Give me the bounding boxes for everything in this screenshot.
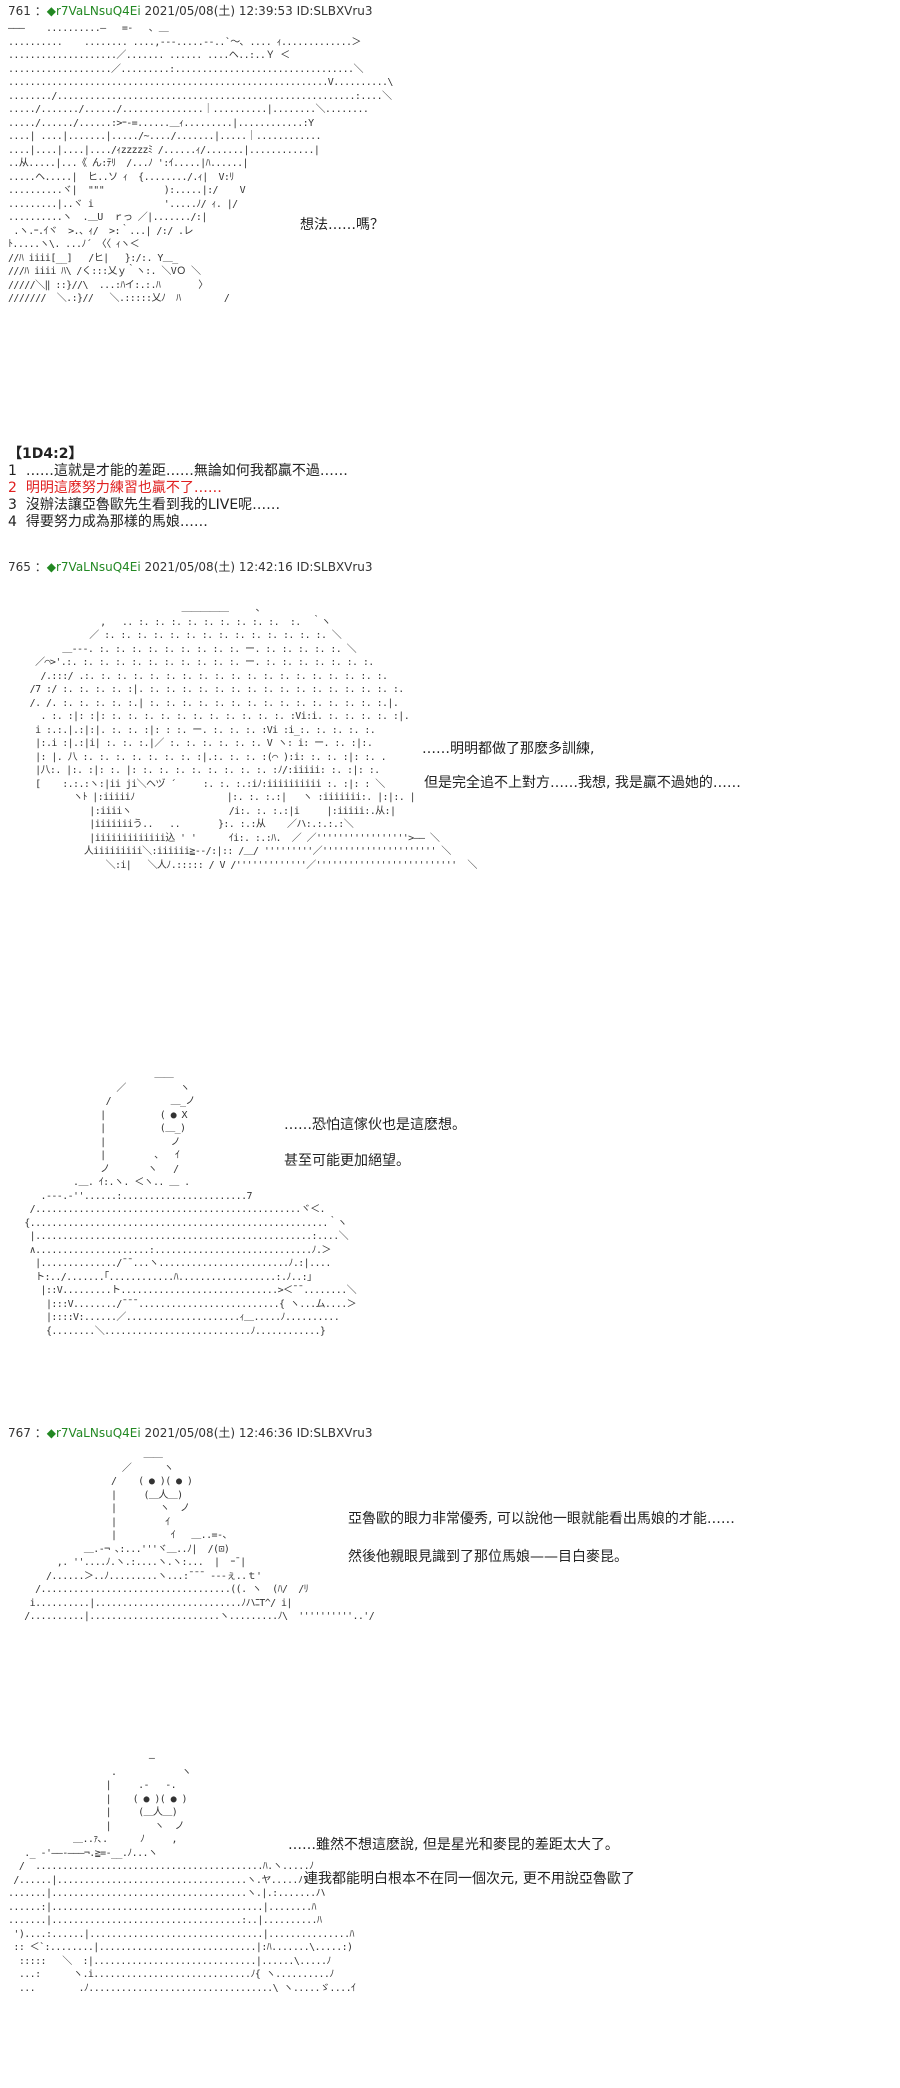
post-number: 767 (8, 1426, 31, 1440)
ascii-art-5: ― . ヽ | .- -. | ( ● )( ● ) | (＿人＿) | ヽ ノ… (8, 1753, 356, 1994)
post-header: 767 ：◆r7VaLNsuQ4Ei 2021/05/08(土) 12:46:3… (8, 1424, 373, 1441)
post-header: 765 ：◆r7VaLNsuQ4Ei 2021/05/08(土) 12:42:1… (8, 558, 373, 575)
post-datetime: 2021/05/08(土) 12:46:36 ID:SLBXVru3 (144, 1426, 373, 1440)
dialogue-line: ……明明都做了那麽多訓練, (422, 741, 595, 757)
dialogue-line: 亞魯歐的眼力非常優秀, 可以說他一眼就能看出馬娘的才能…… (348, 1511, 735, 1527)
choice-item: 4 得要努力成為那樣的馬娘…… (8, 514, 208, 530)
post-separator: ： (34, 560, 47, 574)
dialogue-line: ……恐怕這傢伙也是這麽想。 (284, 1117, 466, 1133)
post-trip[interactable]: ◆r7VaLNsuQ4Ei (46, 560, 141, 574)
dialogue-line: 然後他親眼見識到了那位馬娘——目白麥昆。 (348, 1549, 628, 1565)
choice-item: 3 沒辦法讓亞魯歐先生看到我的LIVE呢…… (8, 497, 281, 513)
ascii-art-3: ＿＿ ／ ヽ / ＿_ノ | ( ● X | (＿_) | ノ | ､ (24, 1069, 357, 1337)
post-separator: ： (34, 4, 47, 18)
dialogue-line: 但是完全追不上對方……我想, 我是贏不過她的…… (424, 775, 741, 791)
choice-item-selected: 2 明明這麽努力練習也贏不了…… (8, 480, 222, 496)
dice-choices: 【1D4:2】 1 ……這就是才能的差距……無論如何我都贏不過…… 2 明明這麽… (8, 446, 348, 531)
post-separator: ： (34, 1426, 47, 1440)
ascii-art-1: ――― ..........― =- ､ ＿ .......... ......… (8, 23, 393, 304)
dialogue-line: 想法……嗎？ (300, 217, 384, 233)
ascii-art-4: ＿＿ ／ ヽ / ( ● )( ● ) | (＿人＿) | ヽ ノ | ｲ | … (24, 1449, 375, 1622)
post-datetime: 2021/05/08(土) 12:42:16 ID:SLBXVru3 (144, 560, 373, 574)
post-number: 761 (8, 4, 31, 18)
dice-result: 【1D4:2】 (8, 446, 83, 462)
post-trip[interactable]: ◆r7VaLNsuQ4Ei (46, 4, 141, 18)
dialogue-line: 連我都能明白根本不在同一個次元, 更不用說亞魯歐了 (304, 1871, 635, 1887)
ascii-art-2: ＿＿＿＿＿ 、 , .. :. :. :. :. :. :. :. :. :. … (29, 603, 478, 871)
dialogue-line: 甚至可能更加絕望。 (284, 1153, 410, 1169)
choice-item: 1 ……這就是才能的差距……無論如何我都贏不過…… (8, 463, 348, 479)
post-datetime: 2021/05/08(土) 12:39:53 ID:SLBXVru3 (144, 4, 373, 18)
post-header: 761 ：◆r7VaLNsuQ4Ei 2021/05/08(土) 12:39:5… (8, 2, 373, 19)
dialogue-line: ……雖然不想這麽說, 但是星光和麥昆的差距太大了。 (288, 1837, 619, 1853)
post-number: 765 (8, 560, 31, 574)
post-trip[interactable]: ◆r7VaLNsuQ4Ei (46, 1426, 141, 1440)
